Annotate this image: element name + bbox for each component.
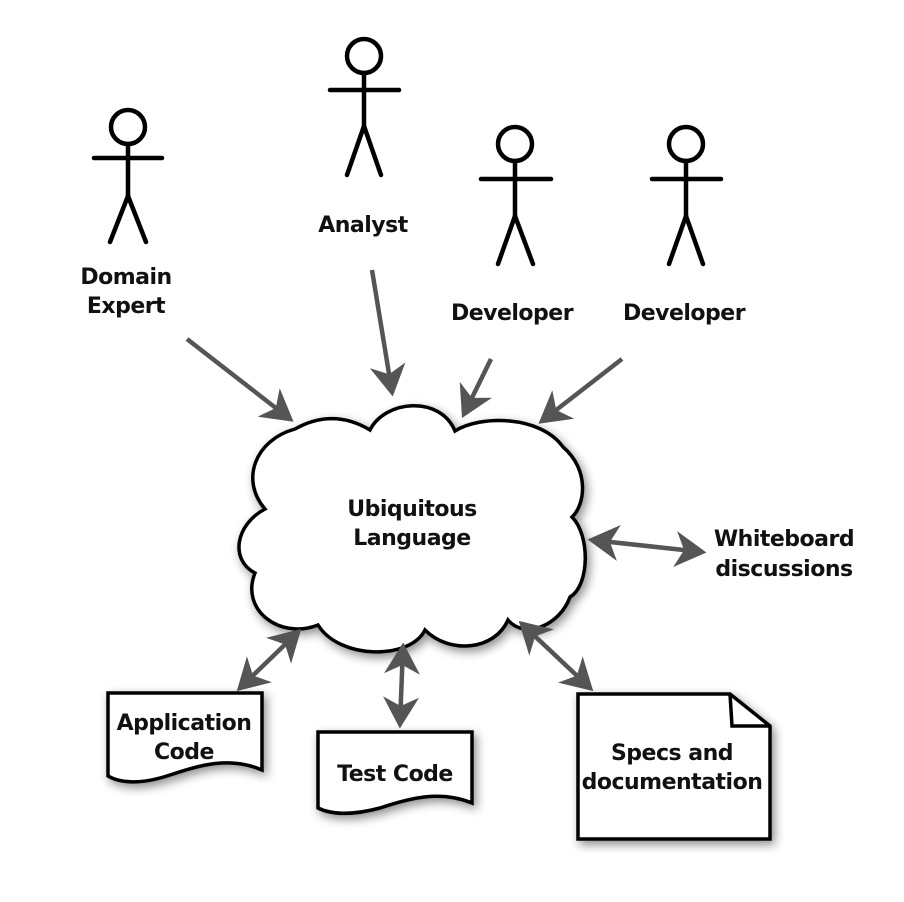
arrow-developer-2: [538, 357, 624, 424]
stick-figure-icon: [478, 124, 554, 267]
actor-label: Analyst: [318, 213, 409, 238]
arrow-test-code: [383, 642, 420, 729]
stick-figure-icon: [327, 36, 402, 178]
center-label: Ubiquitous: [347, 497, 477, 522]
actor-domain-expert: Domain Expert: [80, 107, 172, 319]
whiteboard-label: discussions: [715, 557, 853, 582]
actor-label: Developer: [451, 301, 574, 326]
document-label: documentation: [582, 770, 763, 795]
actor-developer-1: Developer: [451, 124, 574, 326]
actor-label: Expert: [87, 294, 166, 319]
arrow-application-code: [236, 628, 302, 692]
actor-label: Domain: [80, 265, 171, 290]
actor-label: Developer: [623, 301, 746, 326]
stick-figure-icon: [649, 124, 724, 267]
document-label: Code: [154, 740, 214, 765]
stick-figure-icon: [91, 107, 165, 245]
arrow-specs: [518, 620, 594, 692]
center-label: Language: [353, 526, 470, 551]
arrow-domain-expert: [185, 337, 294, 422]
arrow-developer-1: [459, 358, 494, 419]
document-label: Specs and: [611, 741, 733, 766]
document-test-code: Test Code: [316, 730, 474, 816]
actor-analyst: Analyst: [318, 36, 409, 238]
document-label: Application: [117, 711, 252, 736]
actor-developer-2: Developer: [623, 124, 746, 326]
document-application-code: Application Code: [106, 691, 264, 784]
page-fold-icon: [728, 693, 770, 728]
arrow-analyst: [369, 269, 406, 397]
document-specs: Specs and documentation: [576, 692, 772, 841]
whiteboard-label: Whiteboard: [714, 527, 854, 552]
document-label: Test Code: [337, 762, 453, 787]
arrow-whiteboard: [587, 525, 707, 567]
